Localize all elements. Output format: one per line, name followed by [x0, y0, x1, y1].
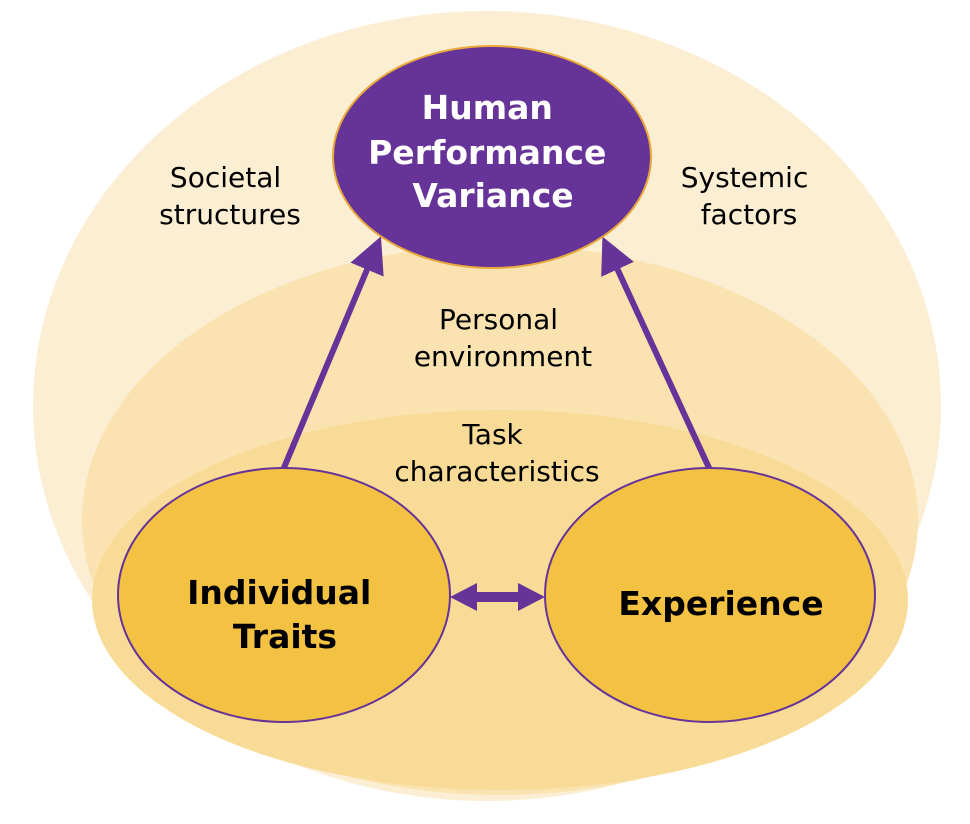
node-experience-label: Experience — [618, 584, 823, 623]
node-individual-traits-label: Individual Traits — [187, 573, 383, 656]
label-societal-structures: Societal structures — [159, 161, 301, 231]
label-personal-environment: Personal environment — [414, 303, 592, 373]
arrow-traits-to-outcome — [280, 236, 384, 472]
node-individual-traits — [117, 467, 451, 723]
node-human-performance-variance-label: Human Performance Variance — [368, 88, 618, 215]
arrow-traits-experience-bidirectional — [450, 583, 545, 611]
label-systemic-factors: Systemic factors — [681, 161, 818, 231]
node-human-performance-variance — [332, 45, 652, 269]
label-task-characteristics: Task characteristics — [394, 418, 599, 488]
arrow-experience-to-outcome — [601, 236, 713, 472]
node-experience — [544, 467, 876, 723]
